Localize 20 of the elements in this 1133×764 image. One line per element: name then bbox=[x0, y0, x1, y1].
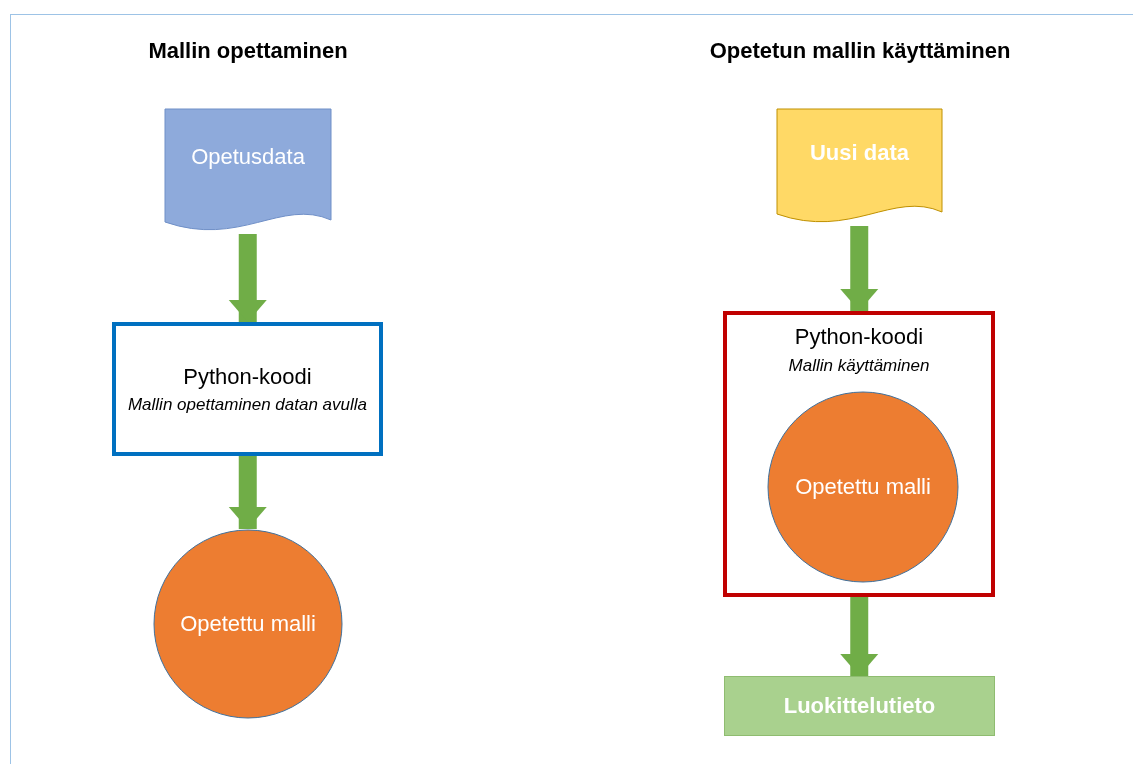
node-title: Opetusdata bbox=[191, 143, 305, 171]
node-title: Python-koodi bbox=[183, 362, 312, 391]
node-title: Opetettu malli bbox=[795, 473, 931, 501]
node-title: Opetettu malli bbox=[180, 610, 316, 638]
model-circle bbox=[767, 391, 959, 583]
node-title: Luokittelutieto bbox=[783, 692, 936, 720]
node-subtitle: Mallin opettaminen datan avulla bbox=[127, 394, 368, 416]
node-title: Python-koodi bbox=[794, 323, 924, 351]
process-box bbox=[112, 322, 383, 456]
block-arrow bbox=[228, 456, 267, 529]
output-box bbox=[724, 676, 995, 736]
model-circle bbox=[153, 529, 343, 719]
node-subtitle: Mallin käyttäminen bbox=[788, 354, 930, 376]
section-heading: Mallin opettaminen bbox=[147, 37, 349, 65]
block-arrow bbox=[840, 597, 879, 676]
process-box bbox=[723, 311, 995, 597]
block-arrow bbox=[228, 234, 267, 322]
block-arrow bbox=[840, 226, 879, 311]
node-title: Uusi data bbox=[810, 139, 909, 167]
section-heading: Opetetun mallin käyttäminen bbox=[708, 37, 1012, 65]
